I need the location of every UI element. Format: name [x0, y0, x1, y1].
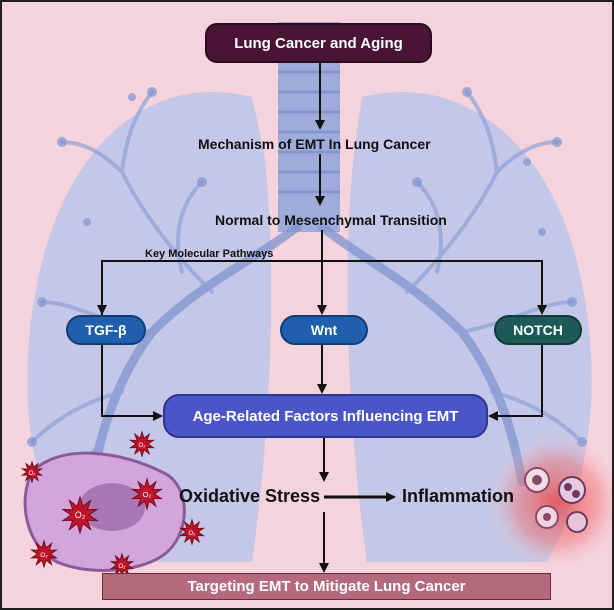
ros-star-label: O₂	[75, 510, 86, 520]
ros-star-label: O₂	[40, 552, 48, 559]
ros-stars: O₂ O₂ O₂ O₂ O₂ O₂ O₂	[20, 430, 206, 578]
left-lung	[27, 91, 272, 562]
age-factors-node: Age-Related Factors Influencing EMT	[163, 394, 488, 438]
notch-node: NOTCH	[494, 315, 582, 345]
ros-star	[20, 460, 44, 484]
ros-star-label: O₂	[139, 443, 147, 449]
ros-star-label: O₂	[189, 531, 197, 537]
targeting-emt-bar: Targeting EMT to Mitigate Lung Cancer	[102, 573, 551, 600]
mechanism-label: Mechanism of EMT In Lung Cancer	[198, 136, 431, 152]
tumor-region	[487, 432, 612, 572]
inflammation-label: Inflammation	[402, 486, 515, 506]
immune-cells	[524, 467, 588, 533]
ros-star	[131, 477, 163, 511]
ros-star	[128, 430, 156, 458]
transition-label: Normal to Mesenchymal Transition	[215, 212, 447, 228]
ros-star	[61, 495, 99, 535]
lung-cancer-aging-node: Lung Cancer and Aging	[205, 23, 432, 63]
ros-star	[178, 518, 206, 546]
ros-star-label: O₂	[143, 490, 152, 499]
wnt-node: Wnt	[280, 315, 368, 345]
ros-star	[29, 539, 59, 569]
tgf-beta-node: TGF-β	[66, 315, 146, 345]
ros-star-label: O₂	[119, 564, 127, 570]
pathways-label: Key Molecular Pathways	[145, 248, 274, 260]
oxidative-stress-label: Oxidative Stress	[179, 486, 321, 506]
ros-star-label: O₂	[29, 471, 37, 477]
trachea-rings	[278, 70, 340, 194]
